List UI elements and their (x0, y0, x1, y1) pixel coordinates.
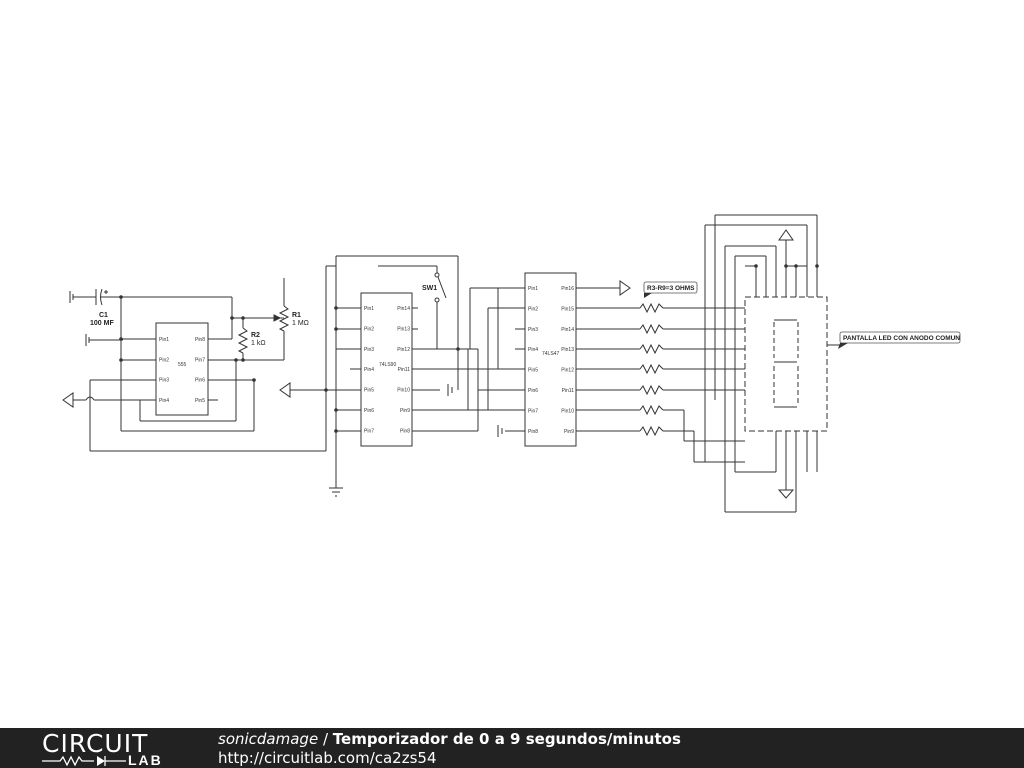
gnd-bottom-arrow-icon (777, 489, 795, 499)
c1-value-label: 100 MF (90, 320, 114, 327)
pin-label: Pin3 (159, 378, 169, 384)
author-link[interactable]: sonicdamage (218, 730, 319, 748)
pin-label: Pin11 (562, 388, 575, 394)
pin-label: Pin7 (528, 408, 538, 414)
footer-bar: CIRCUIT LAB sonicdamage / Temporizador d… (0, 728, 1024, 768)
display-note-tag: PANTALLA LED CON ANODO COMUN (838, 331, 961, 349)
resistor-r2[interactable] (237, 318, 249, 360)
pin-label: Pin7 (195, 357, 205, 363)
vcc-arrow-icon (619, 280, 631, 296)
pin-label: Pin6 (195, 378, 205, 384)
pin-label: Pin8 (400, 428, 410, 434)
capacitor-c1[interactable] (69, 288, 232, 306)
pin-label: Pin10 (561, 408, 574, 414)
pin-label: Pin5 (364, 388, 374, 394)
logo-wave-icon (42, 755, 126, 766)
junction-dots (119, 264, 819, 433)
ic74ls90-name: 74LS90 (379, 362, 396, 368)
pin-label: Pin8 (195, 337, 205, 343)
circuitlab-logo[interactable]: CIRCUIT LAB (42, 729, 182, 768)
pin-label: Pin9 (564, 429, 574, 435)
output-mid-arrow-icon (279, 382, 291, 398)
pin-label: Pin8 (528, 429, 538, 435)
pin-label: Pin6 (364, 408, 374, 414)
c1-ref-label: C1 (99, 312, 108, 319)
r1-value-label: 1 MΩ (292, 320, 309, 327)
potentiometer-r1[interactable] (243, 278, 290, 361)
r2-value-label: 1 kΩ (251, 340, 266, 347)
ic555-name: 555 (178, 362, 187, 368)
pin-label: Pin1 (159, 337, 169, 343)
pin-label: Pin2 (159, 357, 169, 363)
seven-segment-digit-icon (773, 319, 799, 408)
pin-label: Pin2 (528, 306, 538, 312)
pin-label: Pin7 (364, 428, 374, 434)
pin-label: Pin4 (159, 398, 169, 404)
pin-label: Pin10 (397, 388, 410, 394)
pin-label: Pin12 (397, 347, 410, 353)
pin-label: Pin1 (528, 286, 538, 292)
svg-text:R3-R9=3 OHMS: R3-R9=3 OHMS (647, 285, 695, 292)
r2-ref-label: R2 (251, 332, 260, 339)
svg-text:PANTALLA LED CON ANODO COMUN: PANTALLA LED CON ANODO COMUN (843, 335, 960, 342)
pin-label: Pin14 (397, 306, 410, 312)
pin-label: Pin5 (528, 368, 538, 374)
ic-555[interactable] (155, 322, 209, 416)
resistor-array[interactable] (576, 302, 664, 437)
pin-label: Pin5 (195, 398, 205, 404)
circuit-url-link[interactable]: http://circuitlab.com/ca2zs54 (218, 749, 437, 767)
pin-label: Pin16 (561, 286, 574, 292)
title-separator: / (318, 730, 333, 748)
pin-label: Pin9 (400, 408, 410, 414)
ground-mid-icon (447, 384, 453, 396)
ground-bottom-icon (329, 487, 343, 497)
pin-label: Pin2 (364, 326, 374, 332)
pin-label: Pin3 (364, 347, 374, 353)
pin-label: Pin6 (528, 388, 538, 394)
pin-label: Pin14 (561, 327, 574, 333)
pin-label: Pin15 (561, 306, 574, 312)
pin-label: Pin12 (561, 368, 574, 374)
pin-label: Pin13 (397, 326, 410, 332)
circuit-title: sonicdamage / Temporizador de 0 a 9 segu… (218, 730, 681, 748)
switch-sw1[interactable] (378, 265, 447, 349)
sw1-label: SW1 (422, 285, 437, 292)
ground-left-icon (85, 334, 123, 346)
vcc-top-arrow-icon (778, 229, 794, 241)
ic-74ls47[interactable] (524, 272, 577, 447)
seven-segment-display[interactable] (744, 296, 828, 432)
ic74ls47-name: 74LS47 (542, 351, 559, 357)
pin-label: Pin3 (528, 327, 538, 333)
logo-bottom-text: LAB (128, 752, 163, 768)
pin-label: Pin11 (398, 367, 411, 373)
output-left-arrow-icon (62, 392, 140, 408)
pin-label: Pin4 (528, 347, 538, 353)
r1-ref-label: R1 (292, 312, 301, 319)
pin-label: Pin13 (561, 347, 574, 353)
pin-label: Pin4 (364, 367, 374, 373)
ground-74ls47-icon (497, 425, 503, 437)
pin-label: Pin1 (364, 306, 374, 312)
circuit-name[interactable]: Temporizador de 0 a 9 segundos/minutos (332, 730, 681, 748)
logo-top-text: CIRCUIT (42, 729, 149, 758)
resistor-note-tag: R3-R9=3 OHMS (643, 281, 698, 298)
